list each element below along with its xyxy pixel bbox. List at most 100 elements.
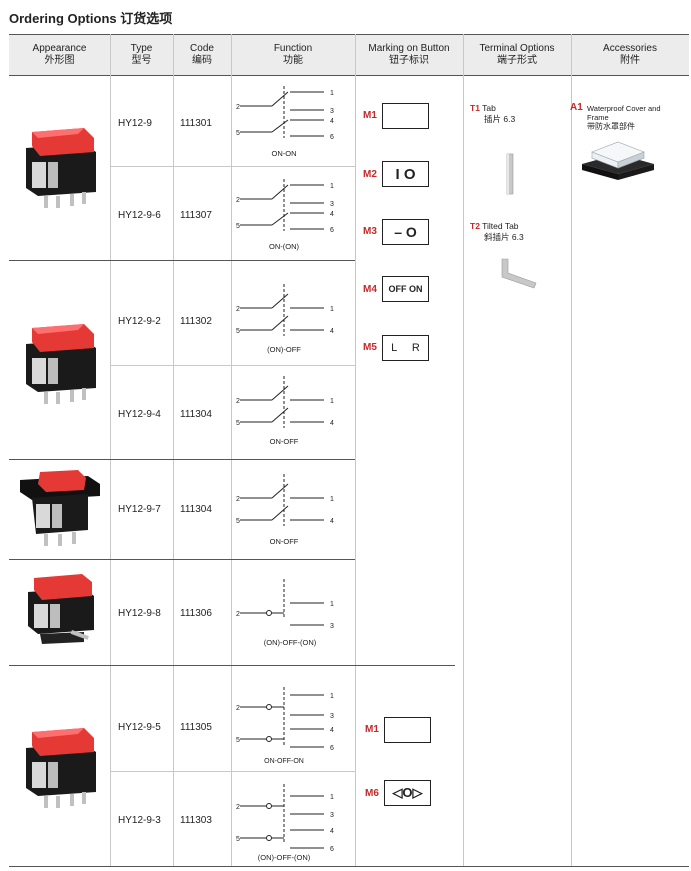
code-cell: 111304 <box>180 409 212 420</box>
type-cell: HY12-9-7 <box>118 504 161 515</box>
pin-label: 6 <box>330 846 334 853</box>
function-diagram: 2 5 1 4 (ON)-OFF <box>236 284 334 354</box>
pin-label: 2 <box>236 306 240 313</box>
function-label: (ON)-OFF-(ON) <box>258 853 311 862</box>
pin-label: 5 <box>236 223 240 230</box>
pin-label: 6 <box>330 227 334 234</box>
marking-label: M6 <box>365 788 379 799</box>
pin-label: 1 <box>330 496 334 503</box>
pin-label: 6 <box>330 745 334 752</box>
marking-label: M1 <box>363 110 377 121</box>
terminal-option: T2 Tilted Tab 斜插片 6.3 <box>470 221 524 242</box>
pin-label: 1 <box>330 398 334 405</box>
function-diagram: 2 5 1 3 4 6 ON-OFF-ON <box>236 687 334 765</box>
marking-box <box>382 103 429 129</box>
code-cell: 111304 <box>180 504 212 515</box>
function-label: (ON)-OFF-(ON) <box>264 638 317 647</box>
function-diagram: 2 5 1 3 4 6 ON-ON <box>236 86 334 158</box>
pin-label: 5 <box>236 328 240 335</box>
type-cell: HY12-9-8 <box>118 608 161 619</box>
pin-label: 2 <box>236 104 240 111</box>
pin-label: 5 <box>236 836 240 843</box>
pin-label: 3 <box>330 108 334 115</box>
function-label: ON-OFF <box>270 537 299 546</box>
pin-label: 5 <box>236 518 240 525</box>
pin-label: 4 <box>330 118 334 125</box>
switch-image <box>28 574 94 644</box>
pin-label: 3 <box>330 713 334 720</box>
waterproof-cover-icon <box>582 141 654 180</box>
function-diagram: 2 1 3 (ON)-OFF-(ON) <box>236 579 334 647</box>
page-title: Ordering Options 订货选项 <box>9 11 173 26</box>
pin-label: 4 <box>330 211 334 218</box>
pin-label: 2 <box>236 496 240 503</box>
marking-box <box>384 717 431 743</box>
function-diagram: 2 5 1 3 4 6 (ON)-OFF-(ON) <box>236 784 334 862</box>
marking-label: M4 <box>363 284 377 295</box>
pin-label: 4 <box>330 420 334 427</box>
function-label: ON-(ON) <box>269 242 299 251</box>
function-label: ON-OFF <box>270 437 299 446</box>
pin-label: 1 <box>330 601 334 608</box>
marking-box: OFF ON <box>382 276 429 302</box>
code-cell: 111305 <box>180 722 212 733</box>
pin-label: 2 <box>236 611 240 618</box>
tilted-tab-terminal-icon <box>501 258 537 289</box>
pin-label: 4 <box>330 518 334 525</box>
type-cell: HY12-9-4 <box>118 409 161 420</box>
pin-label: 2 <box>236 197 240 204</box>
switch-image <box>20 470 100 546</box>
pin-label: 1 <box>330 90 334 97</box>
code-cell: 111306 <box>180 608 212 619</box>
type-cell: HY12-9-3 <box>118 815 161 826</box>
pin-label: 4 <box>330 328 334 335</box>
switch-image <box>26 324 96 404</box>
code-cell: 111302 <box>180 316 212 327</box>
pin-label: 1 <box>330 306 334 313</box>
marking-label: M3 <box>363 226 377 237</box>
pin-label: 3 <box>330 812 334 819</box>
pin-label: 3 <box>330 201 334 208</box>
type-cell: HY12-9-6 <box>118 210 161 221</box>
function-label: (ON)-OFF <box>267 345 301 354</box>
pin-label: 3 <box>330 623 334 630</box>
pin-label: 5 <box>236 420 240 427</box>
pin-label: 2 <box>236 398 240 405</box>
type-cell: HY12-9-2 <box>118 316 161 327</box>
pin-label: 5 <box>236 737 240 744</box>
marking-box: L R <box>382 335 429 361</box>
switch-image <box>26 728 96 808</box>
marking-box: ◁O▷ <box>384 780 431 806</box>
marking-label: M5 <box>363 342 377 353</box>
switch-image <box>26 128 96 208</box>
code-cell: 111307 <box>180 210 212 221</box>
code-cell: 111303 <box>180 815 212 826</box>
pin-label: 6 <box>330 134 334 141</box>
accessory-item: A1 <box>570 102 583 113</box>
pin-label: 2 <box>236 804 240 811</box>
type-cell: HY12-9 <box>118 118 152 129</box>
code-cell: 111301 <box>180 118 212 129</box>
pin-label: 2 <box>236 705 240 712</box>
accessory-label: Waterproof Cover and Frame 带防水罩部件 <box>587 104 661 131</box>
terminal-option: T1 Tab 插片 6.3 <box>470 103 516 124</box>
function-diagram: 2 5 1 4 ON-OFF <box>236 474 334 546</box>
function-diagram: 2 5 1 3 4 6 ON-(ON) <box>236 179 334 251</box>
marking-box: – O <box>382 219 429 245</box>
type-cell: HY12-9-5 <box>118 722 161 733</box>
marking-label: M1 <box>365 724 379 735</box>
pin-label: 1 <box>330 183 334 190</box>
pin-label: 4 <box>330 828 334 835</box>
pin-label: 1 <box>330 794 334 801</box>
tab-terminal-icon <box>506 153 514 195</box>
function-diagram: 2 5 1 4 ON-OFF <box>236 376 334 446</box>
pin-label: 4 <box>330 727 334 734</box>
pin-label: 1 <box>330 693 334 700</box>
